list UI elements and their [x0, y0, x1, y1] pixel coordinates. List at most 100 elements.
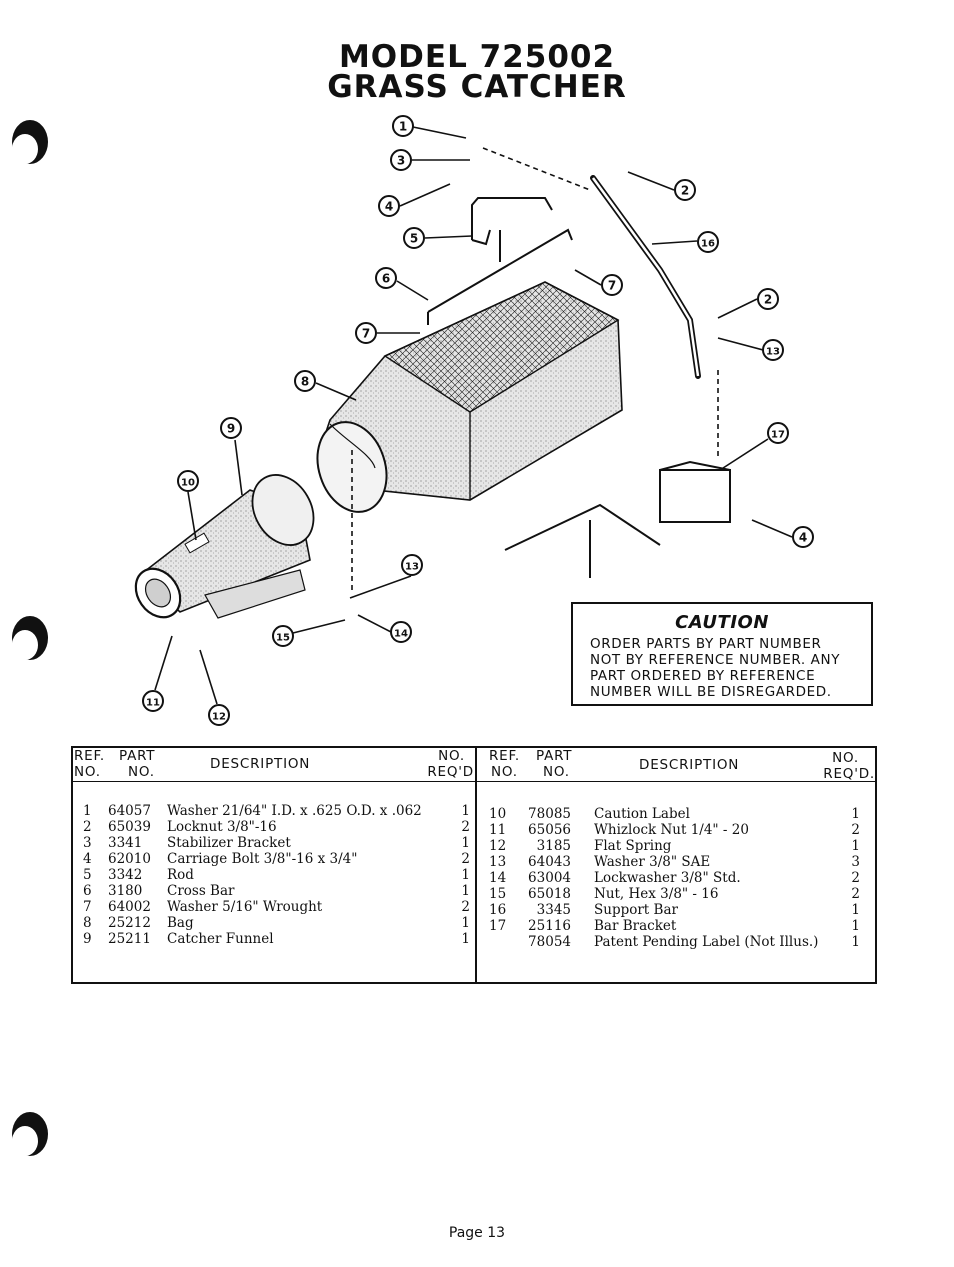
description: Caution Label — [594, 806, 690, 822]
callout-number: 7 — [608, 279, 616, 293]
left-header-ref-line1: REF. — [74, 748, 105, 764]
ref-no: 15 — [489, 886, 507, 902]
description: Carriage Bolt 3/8"-16 x 3/4" — [167, 851, 358, 867]
description: Flat Spring — [594, 838, 672, 854]
binder-hole-bottom — [12, 1112, 48, 1156]
part-no: 25116 — [528, 918, 571, 934]
callout-number: 12 — [212, 712, 226, 723]
qty: 1 — [851, 934, 860, 950]
ref-no: 6 — [83, 883, 92, 899]
qty: 1 — [461, 867, 470, 883]
qty: 1 — [461, 931, 470, 947]
binder-hole-middle — [12, 616, 48, 660]
callout-number: 13 — [405, 562, 419, 573]
qty: 1 — [461, 915, 470, 931]
description: Locknut 3/8"-16 — [167, 819, 277, 835]
description: Whizlock Nut 1/4" - 20 — [594, 822, 749, 838]
page-title-product: GRASS CATCHER — [327, 69, 627, 105]
part-no: 62010 — [108, 851, 151, 867]
description: Support Bar — [594, 902, 678, 918]
right-header-description: DESCRIPTION — [639, 757, 740, 773]
part-no: 78085 — [528, 806, 571, 822]
funnel-drawing — [134, 474, 315, 619]
callout-number: 11 — [146, 698, 160, 709]
right-header-qty-line2: REQ'D. — [823, 766, 875, 782]
description: Bar Bracket — [594, 918, 677, 934]
ref-no: 12 — [489, 838, 507, 854]
callout-number: 17 — [771, 430, 785, 441]
ref-no: 4 — [83, 851, 92, 867]
caution-title: CAUTION — [675, 612, 769, 633]
ref-no: 16 — [489, 902, 507, 918]
qty: 2 — [461, 899, 470, 915]
ref-no: 7 — [83, 899, 92, 915]
left-header-rule — [73, 781, 475, 782]
qty: 1 — [851, 902, 860, 918]
callout-number: 16 — [701, 239, 715, 250]
left-header-ref-line2: NO. — [74, 764, 101, 780]
ref-no: 2 — [83, 819, 92, 835]
part-no: 25212 — [108, 915, 151, 931]
part-no: 65018 — [528, 886, 571, 902]
callout-number: 14 — [394, 629, 408, 640]
part-no: 3185 — [536, 838, 571, 854]
right-header-ref-line1: REF. — [489, 748, 520, 764]
parts-list-table: REF. NO. PART NO. DESCRIPTION NO. REQ'D … — [71, 746, 877, 984]
part-no: 64043 — [528, 854, 571, 870]
table-column-divider — [475, 748, 477, 984]
ref-no: 14 — [489, 870, 507, 886]
part-no: 3180 — [108, 883, 143, 899]
bag-drawing — [316, 281, 623, 513]
qty: 2 — [461, 819, 470, 835]
callout-number: 4 — [799, 531, 807, 545]
callout-number: 15 — [276, 633, 290, 644]
caution-line-2: NOT BY REFERENCE NUMBER. ANY — [590, 652, 841, 668]
callout-number: 1 — [399, 120, 407, 134]
left-header-qty-line1: NO. — [438, 748, 465, 764]
callout-number: 6 — [382, 272, 390, 286]
left-header-part-line1: PART — [119, 748, 156, 764]
ref-no: 1 — [83, 803, 92, 819]
description: Washer 5/16" Wrought — [167, 899, 323, 915]
qty: 1 — [851, 918, 860, 934]
qty: 1 — [461, 883, 470, 899]
description: Washer 3/8" SAE — [594, 854, 711, 870]
caution-box: CAUTION ORDER PARTS BY PART NUMBER NOT B… — [571, 602, 873, 706]
caution-line-1: ORDER PARTS BY PART NUMBER — [590, 636, 822, 652]
hardware-drawing — [427, 175, 731, 578]
description: Nut, Hex 3/8" - 16 — [594, 886, 719, 902]
part-no: 64002 — [108, 899, 151, 915]
caution-line-3: PART ORDERED BY REFERENCE — [590, 668, 816, 684]
right-header-part-line1: PART — [536, 748, 573, 764]
ref-no: 17 — [489, 918, 507, 934]
callout-number: 10 — [181, 478, 195, 489]
part-no: 3341 — [108, 835, 143, 851]
qty: 2 — [851, 822, 860, 838]
right-header-part-line2: NO. — [543, 764, 570, 780]
callout-number: 13 — [766, 347, 780, 358]
qty: 2 — [851, 886, 860, 902]
qty: 2 — [461, 851, 470, 867]
callout-number: 2 — [681, 184, 689, 198]
part-no: 65039 — [108, 819, 151, 835]
left-header-description: DESCRIPTION — [210, 756, 311, 772]
leader-lines — [154, 126, 793, 705]
callout-number: 7 — [362, 327, 370, 341]
description: Stabilizer Bracket — [167, 835, 291, 851]
description: Bag — [167, 915, 194, 931]
ref-no: 5 — [83, 867, 92, 883]
description: Washer 21/64" I.D. x .625 O.D. x .062 — [167, 803, 422, 819]
description: Rod — [167, 867, 194, 883]
callout-number: 8 — [301, 375, 309, 389]
page-title-model: MODEL 725002 — [338, 39, 616, 75]
page-number: Page 13 — [448, 1225, 506, 1241]
right-header-rule — [477, 781, 877, 782]
caution-line-4: NUMBER WILL BE DISREGARDED. — [590, 684, 832, 700]
part-no: 63004 — [528, 870, 571, 886]
qty: 3 — [851, 854, 860, 870]
binder-hole-top — [12, 120, 48, 164]
qty: 2 — [851, 870, 860, 886]
ref-no: 3 — [83, 835, 92, 851]
part-no: 78054 — [528, 934, 571, 950]
